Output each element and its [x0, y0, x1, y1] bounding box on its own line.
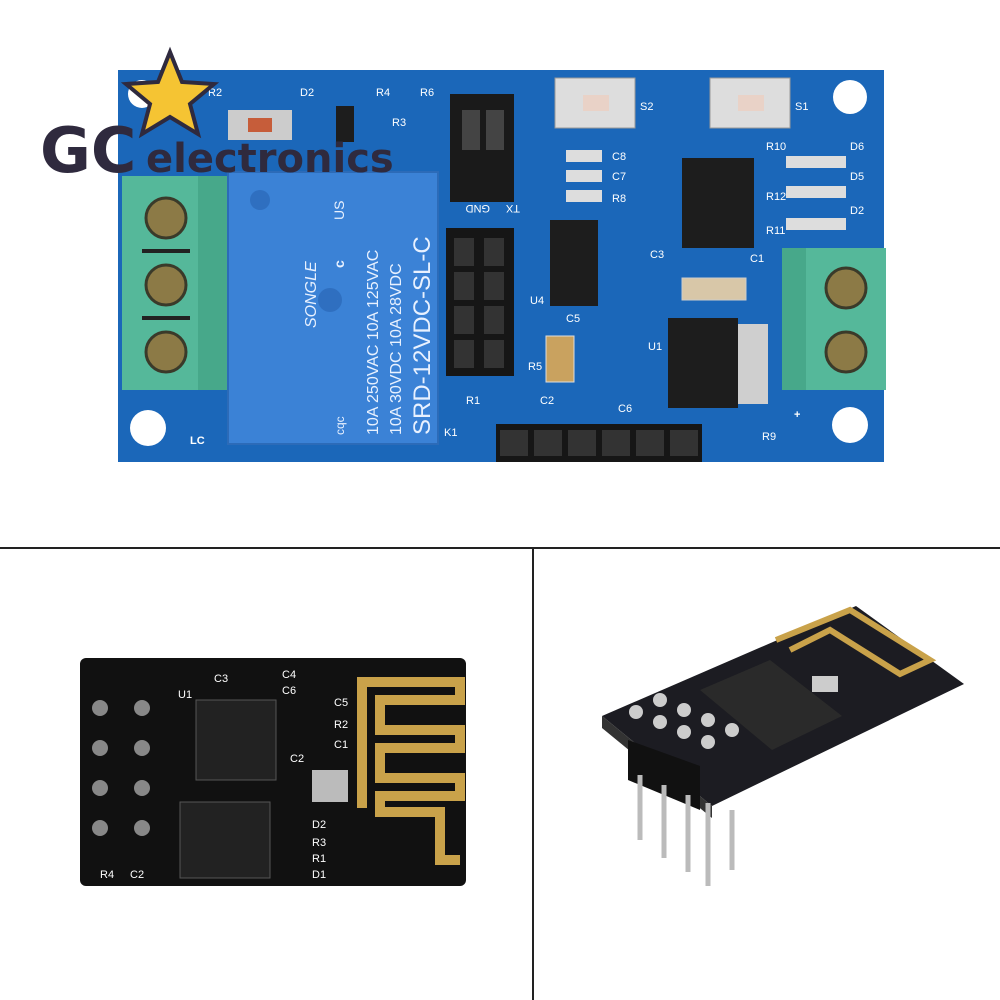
- label-s2: S2: [640, 101, 653, 113]
- label-r10: R10: [766, 141, 786, 153]
- relay-brand: SONGLE: [303, 261, 320, 328]
- regulator-tab: [738, 324, 768, 404]
- label-r9: R9: [762, 431, 776, 443]
- screw-icon: [144, 263, 188, 307]
- label-u1: U1: [648, 341, 662, 353]
- label-r11: R11: [766, 225, 785, 237]
- esp01-module-flat: C3 U1 C4 C6 C5 R2 C1 C2 D2 R3 R1 D1 R4 C…: [80, 658, 466, 886]
- label-r12: R12: [766, 191, 786, 203]
- label-c3: C3: [214, 673, 228, 685]
- label-c7: C7: [612, 171, 626, 183]
- esp8266-chip: [700, 660, 842, 750]
- label-r4: R4: [376, 87, 390, 99]
- silkscreen-labels: R2 D2 R4 R6 R3 C8 C7 R8 S2 S1 R10 D6 R12…: [190, 87, 864, 447]
- screw-icon: [824, 266, 868, 310]
- relay-cert-c: c: [331, 260, 347, 268]
- push-button-s1: [709, 77, 791, 129]
- logo-mark: GC: [40, 114, 136, 187]
- label-d2: D2: [312, 819, 326, 831]
- screw-icon: [144, 196, 188, 240]
- label-c3: C3: [650, 249, 664, 261]
- mount-hole: [130, 410, 166, 446]
- label-r2: R2: [334, 719, 348, 731]
- label-r4: R4: [100, 869, 114, 881]
- label-c2: C2: [540, 395, 554, 407]
- label-c6: C6: [618, 403, 632, 415]
- relay-cert-us: US: [331, 201, 347, 220]
- label-r5: R5: [528, 361, 542, 373]
- label-c8: C8: [612, 151, 626, 163]
- relay-rating-2: 10A 30VDC 10A 28VDC: [388, 263, 405, 435]
- mount-hole: [833, 80, 867, 114]
- flash-chip: [179, 801, 271, 879]
- mount-hole: [832, 407, 868, 443]
- label-u1: U1: [178, 689, 192, 701]
- pin-header: [628, 740, 700, 810]
- screw-icon: [144, 330, 188, 374]
- label-c1: C1: [750, 253, 764, 265]
- label-r8: R8: [612, 193, 626, 205]
- relay: SONGLE c US cqc 10A 250VAC 10A 125VAC 10…: [227, 171, 439, 445]
- terminal-block-left: [122, 176, 228, 390]
- label-r6: R6: [420, 87, 434, 99]
- label-c1: C1: [334, 739, 348, 751]
- label-r2: R2: [208, 87, 222, 99]
- voltage-regulator-u1: [668, 318, 738, 408]
- label-d2: D2: [300, 87, 314, 99]
- label-c5: C5: [334, 697, 348, 709]
- esp8266-chip: [195, 699, 277, 781]
- relay-board: SONGLE c US cqc 10A 250VAC 10A 125VAC 10…: [118, 70, 886, 462]
- microcontroller-chip: [682, 158, 754, 248]
- relay-cqc: cqc: [333, 416, 347, 435]
- label-c2: C2: [290, 753, 304, 765]
- pcb-antenna: [357, 677, 465, 865]
- label-r1: R1: [312, 853, 326, 865]
- gc-electronics-logo: GC electronics: [40, 46, 394, 187]
- label-lc: LC: [190, 435, 205, 447]
- crystal: [812, 676, 838, 692]
- label-plus: +: [794, 409, 800, 421]
- label-c2b: C2: [130, 869, 144, 881]
- relay-rating-1: 10A 250VAC 10A 125VAC: [365, 250, 382, 435]
- label-c6: C6: [282, 685, 296, 697]
- crystal: [312, 770, 348, 802]
- esp01-module-angled: [602, 606, 964, 886]
- push-button-s2: [554, 77, 636, 129]
- label-d6: D6: [850, 141, 864, 153]
- jumper-header: TX GND: [450, 94, 520, 214]
- label-d1: D1: [312, 869, 326, 881]
- label-s1: S1: [795, 101, 808, 113]
- capacitor-c3: [681, 277, 747, 301]
- label-k1: K1: [444, 427, 457, 439]
- terminal-block-right: [782, 248, 886, 390]
- label-d2b: D2: [850, 205, 864, 217]
- label-c4: C4: [282, 669, 296, 681]
- label-r1: R1: [466, 395, 480, 407]
- label-r3: R3: [392, 117, 406, 129]
- label-d5: D5: [850, 171, 864, 183]
- transistor: [336, 106, 354, 142]
- capacitor-c2: [545, 335, 575, 383]
- screw-icon: [824, 330, 868, 374]
- label-u4: U4: [530, 295, 544, 307]
- gnd-label: GND: [466, 202, 491, 214]
- logo-word: electronics: [146, 136, 394, 182]
- tx-label: TX: [505, 202, 520, 214]
- star-icon: [120, 46, 220, 139]
- voltage-regulator-u4: [550, 220, 598, 306]
- label-r3: R3: [312, 837, 326, 849]
- pcb-antenna: [774, 606, 937, 678]
- label-c5: C5: [566, 313, 580, 325]
- pin-header: [496, 424, 702, 462]
- relay-model: SRD-12VDC-SL-C: [409, 236, 436, 435]
